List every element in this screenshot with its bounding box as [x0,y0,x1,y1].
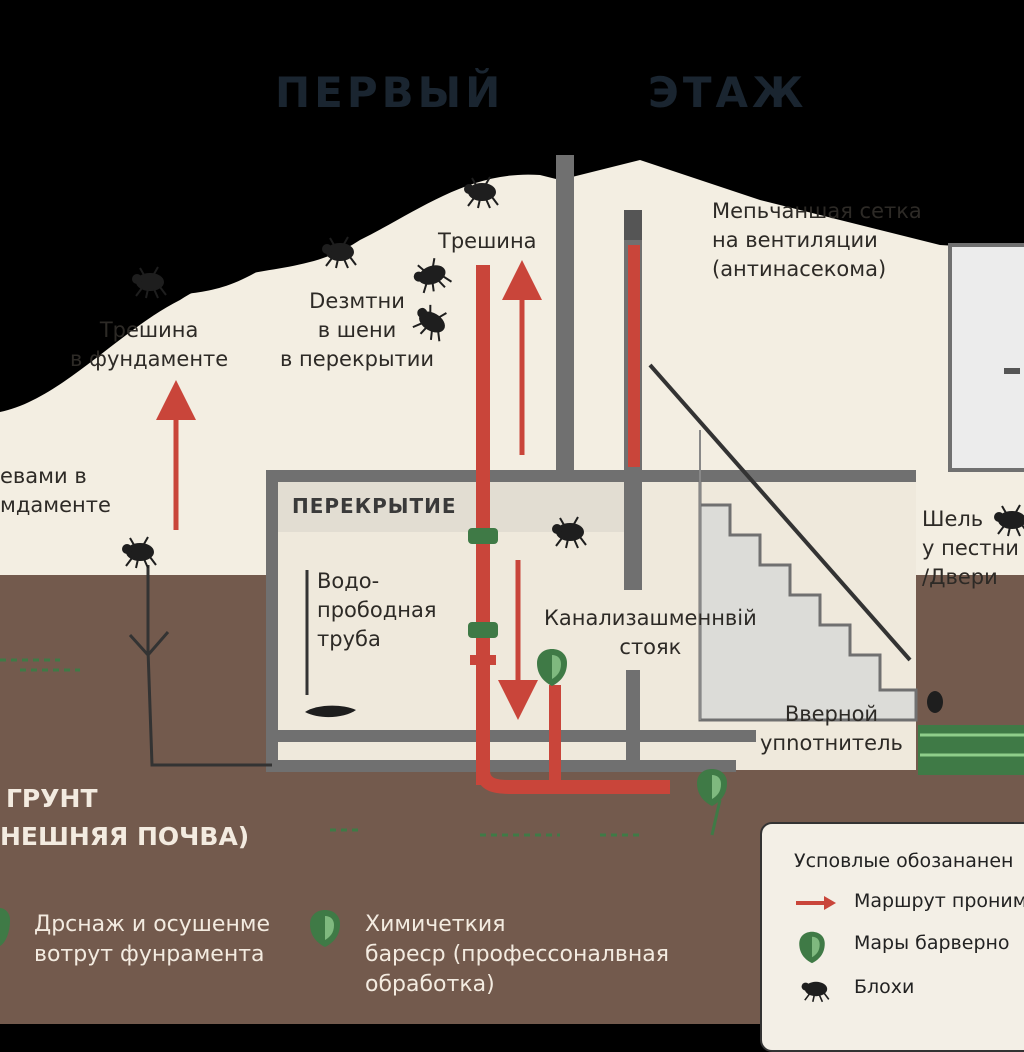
legend-title: Усповлые обозананен [794,850,1014,872]
label-crack-top: Трешина [438,229,537,253]
label-water-pipe: Водо- прободная труба [317,569,437,651]
green-shield-icon [799,931,825,964]
label-door-gap: Шель у пестни /Двери [922,507,1019,589]
red-arrow-icon [796,896,836,910]
legend-label: Маршрут проним [854,890,1024,912]
diagram-drawing [0,155,1024,1024]
foundation-diagram: ПЕРВЫЙ ЭТАЖ Трешина в фундаменте евами в… [0,68,1024,1052]
flea-icon [801,981,830,1003]
label-sewer-riser: Канализашменнвій стояк [544,606,757,659]
legend-item-flea: Блохи [794,974,1024,1004]
label-door-seal: Вверной упnотнитель [760,702,903,755]
label-vent-mesh: Мепьчаншая сетка на вентиляции (антинасе… [712,199,922,281]
legend-label: Блохи [854,976,915,998]
legend-panel: Усповлые обозананен Маршрут проним Мары … [760,822,1024,1052]
label-gaps-floor: Dезмтни в шени в перекрытии [280,289,435,371]
label-chem-barrier: Химичеткия баресp (профессоналвная обраб… [365,912,669,997]
label-slab: ПЕРЕКРЫТИЕ [292,494,457,518]
label-drainage: Дрснаж и осушенме вотрут фунрамента [34,912,270,967]
label-crack-foundation: Трешина в фундаменте [70,318,229,371]
legend-item-barrier: Мары барверно [794,930,1024,964]
label-ground: ГРУНТ НЕШНЯЯ ПОЧВА) [0,784,250,851]
label-gaps-foundation: евами в мдаменте [0,464,111,517]
legend-item-route: Маршрут проним [794,888,1024,918]
legend-label: Мары барверно [854,932,1010,954]
floor-title-right: ЭТАЖ [648,68,808,117]
floor-title-left: ПЕРВЫЙ [275,68,505,117]
